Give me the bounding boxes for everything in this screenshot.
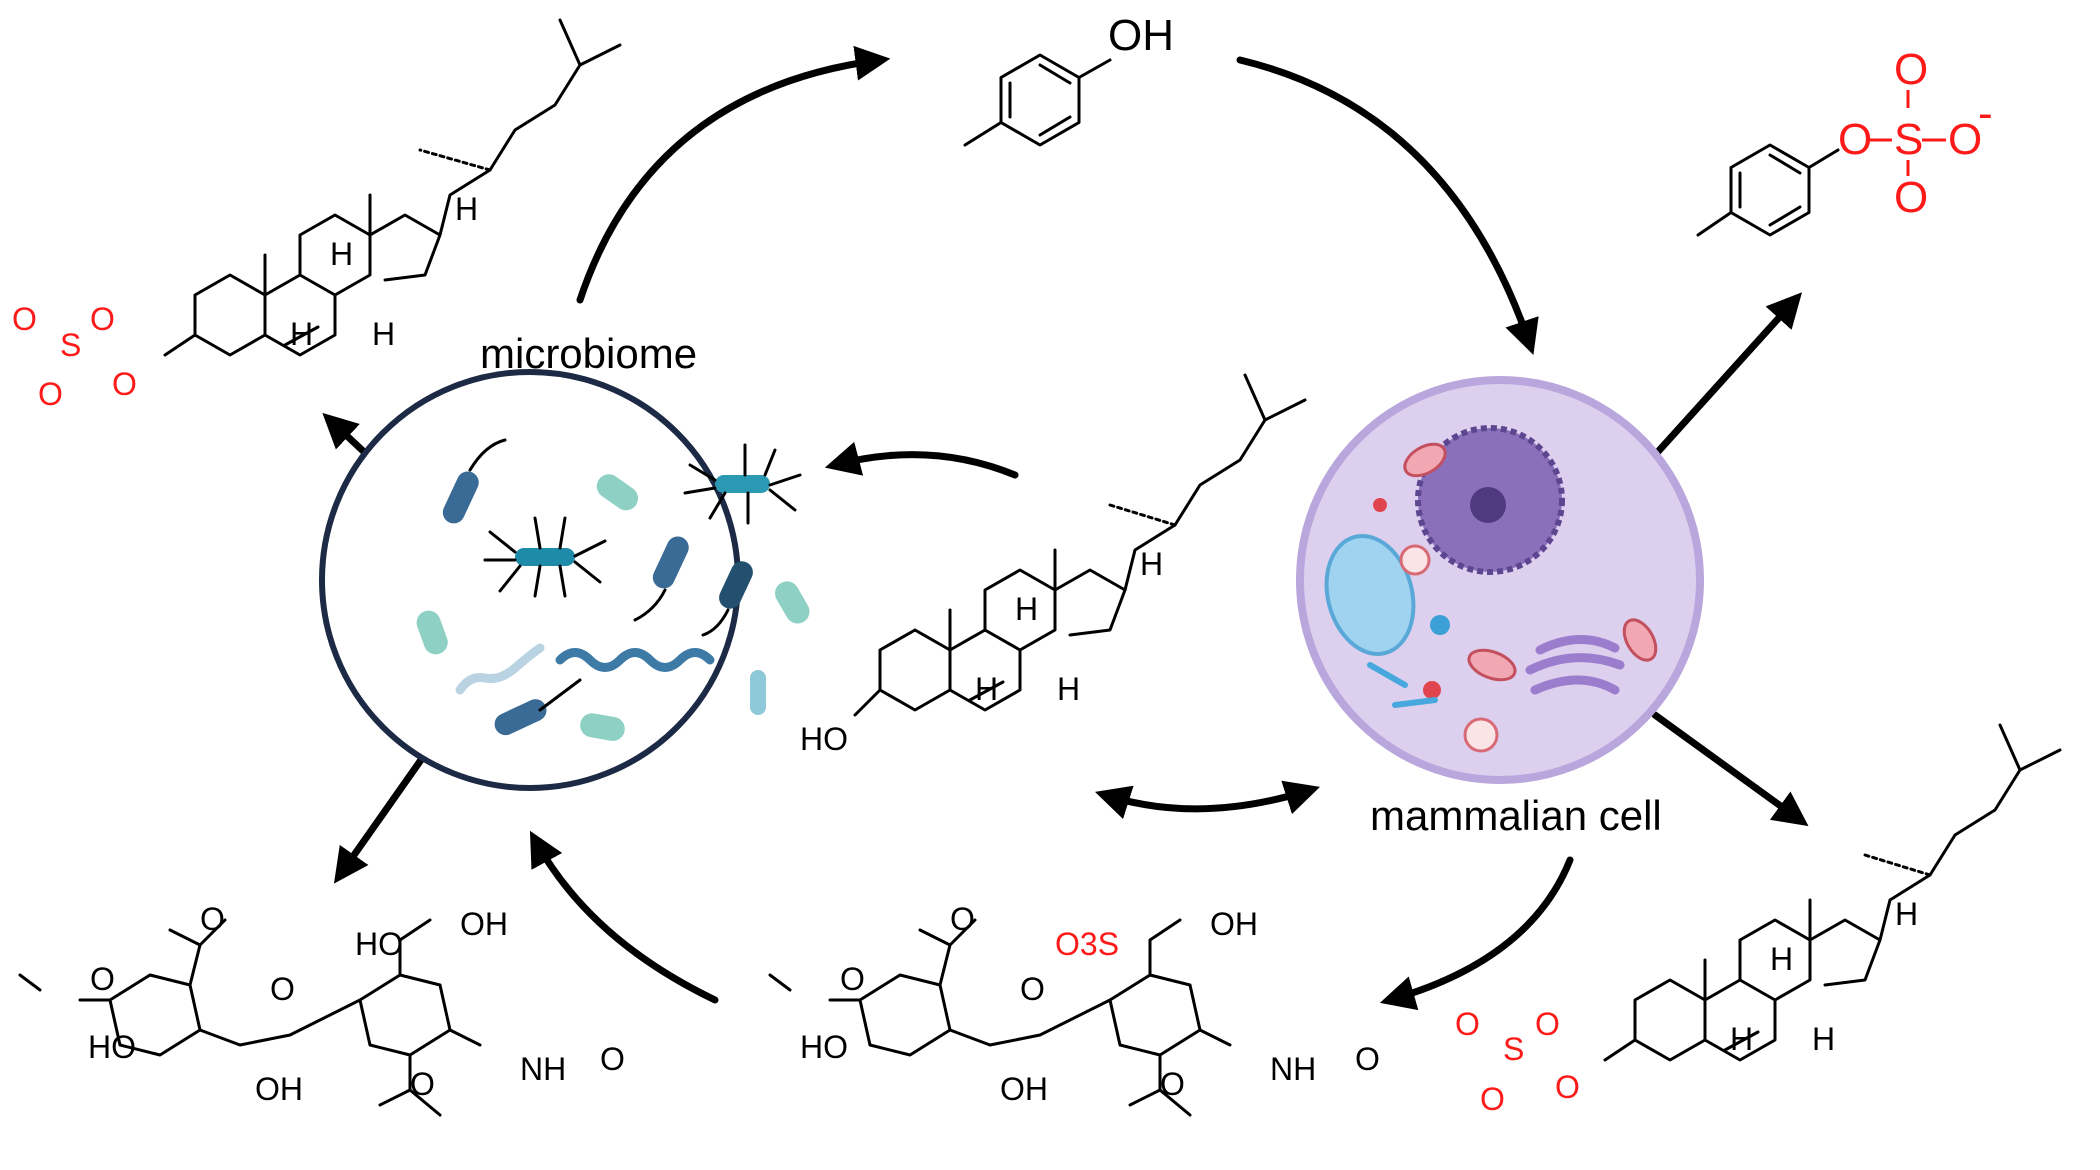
svg-text:OH: OH [1000,1071,1048,1107]
svg-text:S: S [1894,115,1923,164]
cytoskeleton [1367,662,1438,708]
svg-text:O: O [1020,971,1045,1007]
arrow-cell-to-heparan-sulfate [1379,856,1574,1011]
svg-text:O: O [12,301,37,337]
svg-text:H: H [290,316,313,352]
svg-text:HO: HO [355,926,403,962]
svg-text:-: - [1978,89,1993,138]
coccobacillus [775,581,810,624]
svg-text:O: O [1894,45,1928,94]
rod-bacterium [633,536,689,622]
mitochondrion [1622,618,1658,662]
svg-text:O: O [410,1066,435,1102]
arrow-microbiome-to-glycan [333,736,439,884]
spirochete [555,648,715,672]
microbiome-illustration [319,369,810,791]
svg-text:H: H [1770,941,1793,977]
svg-text:O: O [600,1041,625,1077]
svg-text:H: H [1140,546,1163,582]
svg-text:O: O [1894,173,1928,222]
flagellated-bacterium [483,516,607,598]
microbiome-label: microbiome [480,330,697,377]
arrow-cholesterol-to-microbiome [824,441,1019,479]
svg-text:O: O [112,366,137,402]
arrow-glycan-to-microbiome [529,830,719,1004]
mammalian-cell-illustration [1296,376,1704,784]
coccobacillus [596,474,639,511]
p-cresyl-sulfate-structure: O S O - O O [1696,45,1993,237]
svg-text:H: H [1730,1021,1753,1057]
svg-text:O: O [840,961,865,997]
svg-text:HO: HO [88,1029,136,1065]
vacuole [1324,534,1416,656]
arrow-cholesterol-cell-exchange [1094,780,1321,820]
svg-text:O3S: O3S [1055,926,1119,962]
vesicle [1373,498,1387,512]
spirochete [455,643,545,695]
mammalian-cell-label: mammalian cell [1370,792,1662,839]
arrow-cell-to-cholesterol-sulfate [1651,711,1809,827]
svg-text:HO: HO [800,721,848,757]
svg-text:S: S [1503,1031,1524,1067]
coccobacillus [580,713,625,741]
svg-text:O: O [950,901,975,937]
cholesterol-sulfate-bottom-right: H H H H O S O O O [1455,723,2062,1117]
svg-text:O: O [1535,1006,1560,1042]
svg-text:O: O [1480,1081,1505,1117]
svg-text:O: O [38,376,63,412]
svg-text:OH: OH [255,1071,303,1107]
flagellated-bacterium [683,443,802,525]
rod-bacterium [442,438,507,524]
svg-text:H: H [1015,591,1038,627]
centrosome [1430,615,1450,635]
arrow-microbiome-to-cresol [576,45,891,304]
rod-bacterium [701,561,753,637]
svg-text:H: H [455,191,478,227]
cycle-arrows [322,45,1809,1011]
svg-text:OH: OH [1210,906,1258,942]
svg-text:NH: NH [520,1051,566,1087]
p-cresol-structure: OH [963,11,1174,147]
mitochondrion [1403,442,1447,478]
svg-text:OH: OH [460,906,508,942]
svg-text:O: O [90,301,115,337]
nucleolus [1470,487,1506,523]
svg-text:OH: OH [1108,11,1174,60]
lysosome [1463,717,1499,753]
svg-text:H: H [1895,896,1918,932]
svg-text:O: O [90,961,115,997]
svg-text:H: H [330,236,353,272]
svg-text:H: H [1812,1021,1835,1057]
vesicle [1423,681,1441,699]
svg-text:O: O [1160,1066,1185,1102]
svg-text:H: H [1057,671,1080,707]
rod-bacterium [494,678,582,736]
cholesterol-center: H H H H HO [800,373,1307,757]
svg-text:S: S [60,327,81,363]
svg-text:O: O [1948,115,1982,164]
svg-text:O: O [200,901,225,937]
lysosome [1399,544,1431,576]
svg-text:H: H [372,316,395,352]
heparan-sulfate-disaccharide: O O O HO OH O3S OH NH O O [768,901,1380,1117]
filamentous-bacterium [750,670,766,715]
arrow-cresol-to-cell [1236,56,1539,355]
heparosan-disaccharide: O O O HO OH HO OH NH O O [18,901,625,1117]
mitochondrion [1467,648,1517,682]
svg-text:H: H [975,671,998,707]
arrow-cell-to-cresyl-sulfate [1651,292,1803,459]
svg-text:O: O [270,971,295,1007]
cholesterol-sulfate-top-left: H H H H O S O O O [12,18,622,412]
coccobacillus [416,610,448,655]
svg-text:O: O [1555,1069,1580,1105]
golgi-apparatus [1525,635,1625,695]
svg-text:O: O [1455,1006,1480,1042]
svg-text:O: O [1355,1041,1380,1077]
svg-text:HO: HO [800,1029,848,1065]
svg-text:NH: NH [1270,1051,1316,1087]
